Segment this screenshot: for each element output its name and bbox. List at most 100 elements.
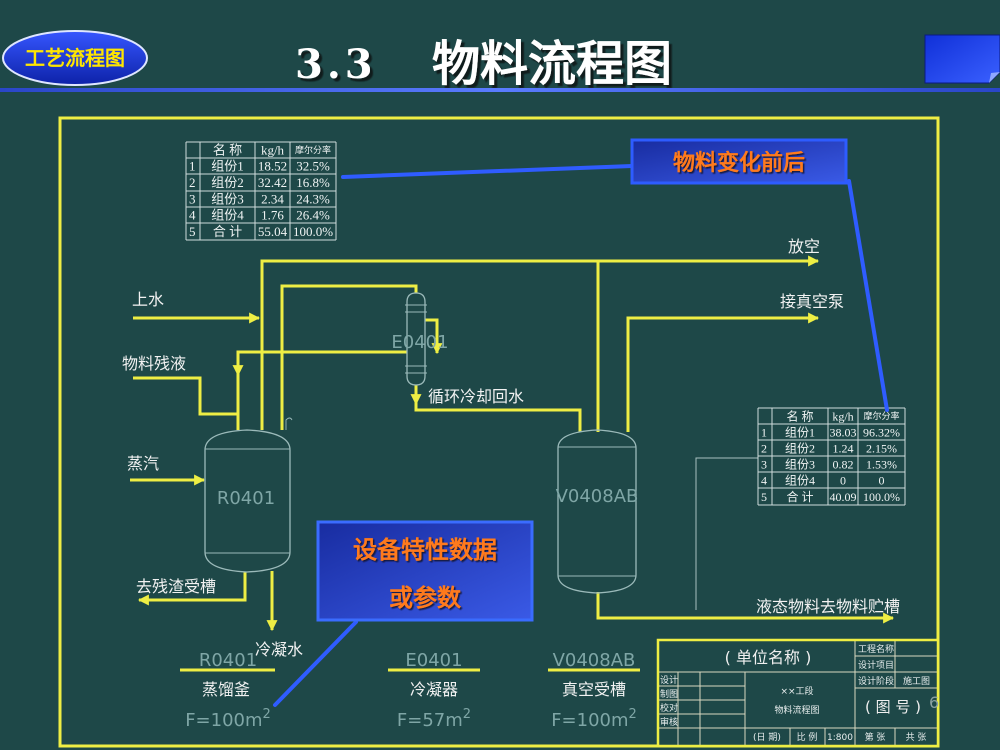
table-after-leader	[695, 457, 758, 610]
table-cell: 组份1	[785, 425, 815, 439]
area-exponent: 2	[463, 707, 471, 722]
tb-total: 共 张	[906, 732, 927, 743]
callout-material-change[interactable]: 物料变化前后	[630, 138, 848, 185]
equipment-r0401[interactable]: R0401	[204, 417, 293, 573]
e0401-tag: E0401	[391, 332, 448, 353]
stream-labels: 放空 接真空泵 上水 物料残液 循环冷却回水 蒸汽 去残渣受槽 冷凝水 液态物料…	[122, 237, 900, 659]
callout-leader-before	[341, 164, 634, 179]
table-cell: 组份2	[785, 441, 815, 455]
callout-leader-equipment	[273, 620, 358, 707]
equipment-e0401[interactable]: E0401	[391, 292, 449, 386]
table-cell: 2	[189, 175, 196, 190]
pipe-to-residue	[137, 572, 247, 606]
pipe-condensate-to-receiver	[414, 403, 582, 432]
table-cell: 0	[879, 473, 885, 487]
table-header-cell: 名 称	[786, 408, 813, 423]
tb-design-item: 设计项目	[858, 659, 894, 671]
table-cell: 组份3	[211, 192, 244, 207]
table-cell: 1.53%	[866, 457, 897, 471]
stream-label-vacuum: 接真空泵	[780, 292, 844, 311]
tb-stage-value: 施工图	[903, 675, 930, 687]
table-cell: 4	[189, 208, 196, 223]
title-block: ( 单位名称 ) 设计 制图 校对 审核 ××工段 物料流程图 工程名称 设计项…	[656, 638, 940, 748]
table-header-cell: kg/h	[832, 409, 853, 423]
equipment-legend: R0401 蒸馏釜 F=100m2 E0401 冷凝器 F=57m2 V0408…	[180, 650, 640, 731]
stream-label-condensate: 冷凝水	[255, 640, 303, 659]
stream-label-vent: 放空	[788, 237, 820, 256]
table-cell: 4	[761, 473, 767, 487]
table-cell: 32.42	[258, 175, 287, 190]
table-cell: 1	[189, 159, 196, 174]
area-value: F=100m	[551, 710, 628, 731]
table-cell: 16.8%	[296, 175, 330, 190]
stream-label-steam: 蒸汽	[127, 454, 159, 473]
pipe-vapor-to-condenser	[280, 284, 418, 430]
area-exponent: 2	[629, 707, 637, 722]
table-cell: 18.52	[258, 159, 287, 174]
pipe-condenser-outlet	[425, 318, 443, 355]
table-cell: 合 计	[786, 489, 813, 504]
table-cell: 24.3%	[296, 192, 330, 207]
process-pipes	[130, 255, 895, 632]
header: 工艺流程图 3.3 物料流程图	[0, 30, 1000, 92]
callout-material-change-text: 物料变化前后	[673, 150, 805, 176]
table-cell: 组份2	[211, 175, 244, 190]
table-cell: 100.0%	[293, 224, 333, 239]
table-cell: 38.03	[830, 425, 857, 439]
page-title: 物料流程图	[432, 36, 672, 92]
callout-equipment-data-line1: 设备特性数据	[353, 536, 497, 564]
corner-tab-shape	[924, 34, 1000, 84]
section-badge[interactable]: 工艺流程图	[2, 30, 148, 86]
stream-label-cooling-return: 循环冷却回水	[428, 387, 524, 406]
table-cell: 32.5%	[296, 159, 330, 174]
e0401-exchanger	[406, 292, 426, 386]
tb-drawing-no: ( 图 号 )	[865, 698, 921, 716]
title-block-border	[656, 638, 940, 748]
table-cell: 2.34	[261, 192, 284, 207]
tb-section: ××工段	[780, 685, 813, 697]
tb-role-approve: 审核	[660, 716, 678, 728]
legend-area-e0401: F=57m2	[397, 707, 471, 731]
equipment-v0408ab[interactable]: V0408AB	[556, 429, 639, 594]
table-cell: 合 计	[213, 224, 242, 239]
tb-role-check: 校对	[660, 702, 678, 714]
callout-equipment-data-box	[316, 520, 534, 622]
legend-tag-v0408ab: V0408AB	[553, 650, 636, 671]
table-cell: 2	[761, 441, 767, 455]
area-exponent: 2	[263, 707, 271, 722]
corner-tab	[924, 34, 1000, 84]
table-cell: 3	[761, 457, 767, 471]
table-cell: 组份1	[211, 159, 244, 174]
table-cell: 组份4	[211, 208, 244, 223]
table-cell: 40.09	[830, 490, 857, 504]
r0401-nozzle	[285, 417, 293, 430]
tb-role-draw: 制图	[660, 688, 678, 700]
area-value: F=100m	[185, 710, 262, 731]
pipe-to-storage	[596, 592, 895, 624]
tb-scale: 1:800	[827, 733, 853, 743]
table-cell: 3	[189, 192, 196, 207]
tb-scale-label: 比 例	[797, 731, 818, 743]
pipe-vacuum	[626, 312, 820, 432]
callout-equipment-data-line2: 或参数	[389, 584, 462, 612]
tb-date: (日 期)	[753, 732, 781, 743]
table-header-cell: kg/h	[261, 143, 285, 158]
pipe-residue-feed	[133, 376, 238, 416]
table-cell: 96.32%	[863, 425, 900, 439]
callout-material-change-box	[630, 138, 848, 185]
r0401-vessel	[204, 429, 291, 573]
table-cell: 1	[761, 425, 767, 439]
legend-area-v0408ab: F=100m2	[551, 707, 637, 731]
table-cell: 5	[761, 490, 767, 504]
table-header-cell: 名 称	[213, 143, 242, 158]
tb-project-name: 工程名称	[858, 643, 894, 655]
table-cell: 26.4%	[296, 208, 330, 223]
corner-fold	[989, 72, 1000, 83]
table-cell: 组份4	[785, 473, 815, 487]
tb-unit-name: ( 单位名称 )	[725, 648, 812, 667]
callout-equipment-data[interactable]: 设备特性数据 或参数	[316, 520, 534, 622]
table-cell: 55.04	[258, 224, 288, 239]
v0408ab-vessel	[557, 429, 637, 594]
pipe-reflux	[232, 350, 407, 377]
